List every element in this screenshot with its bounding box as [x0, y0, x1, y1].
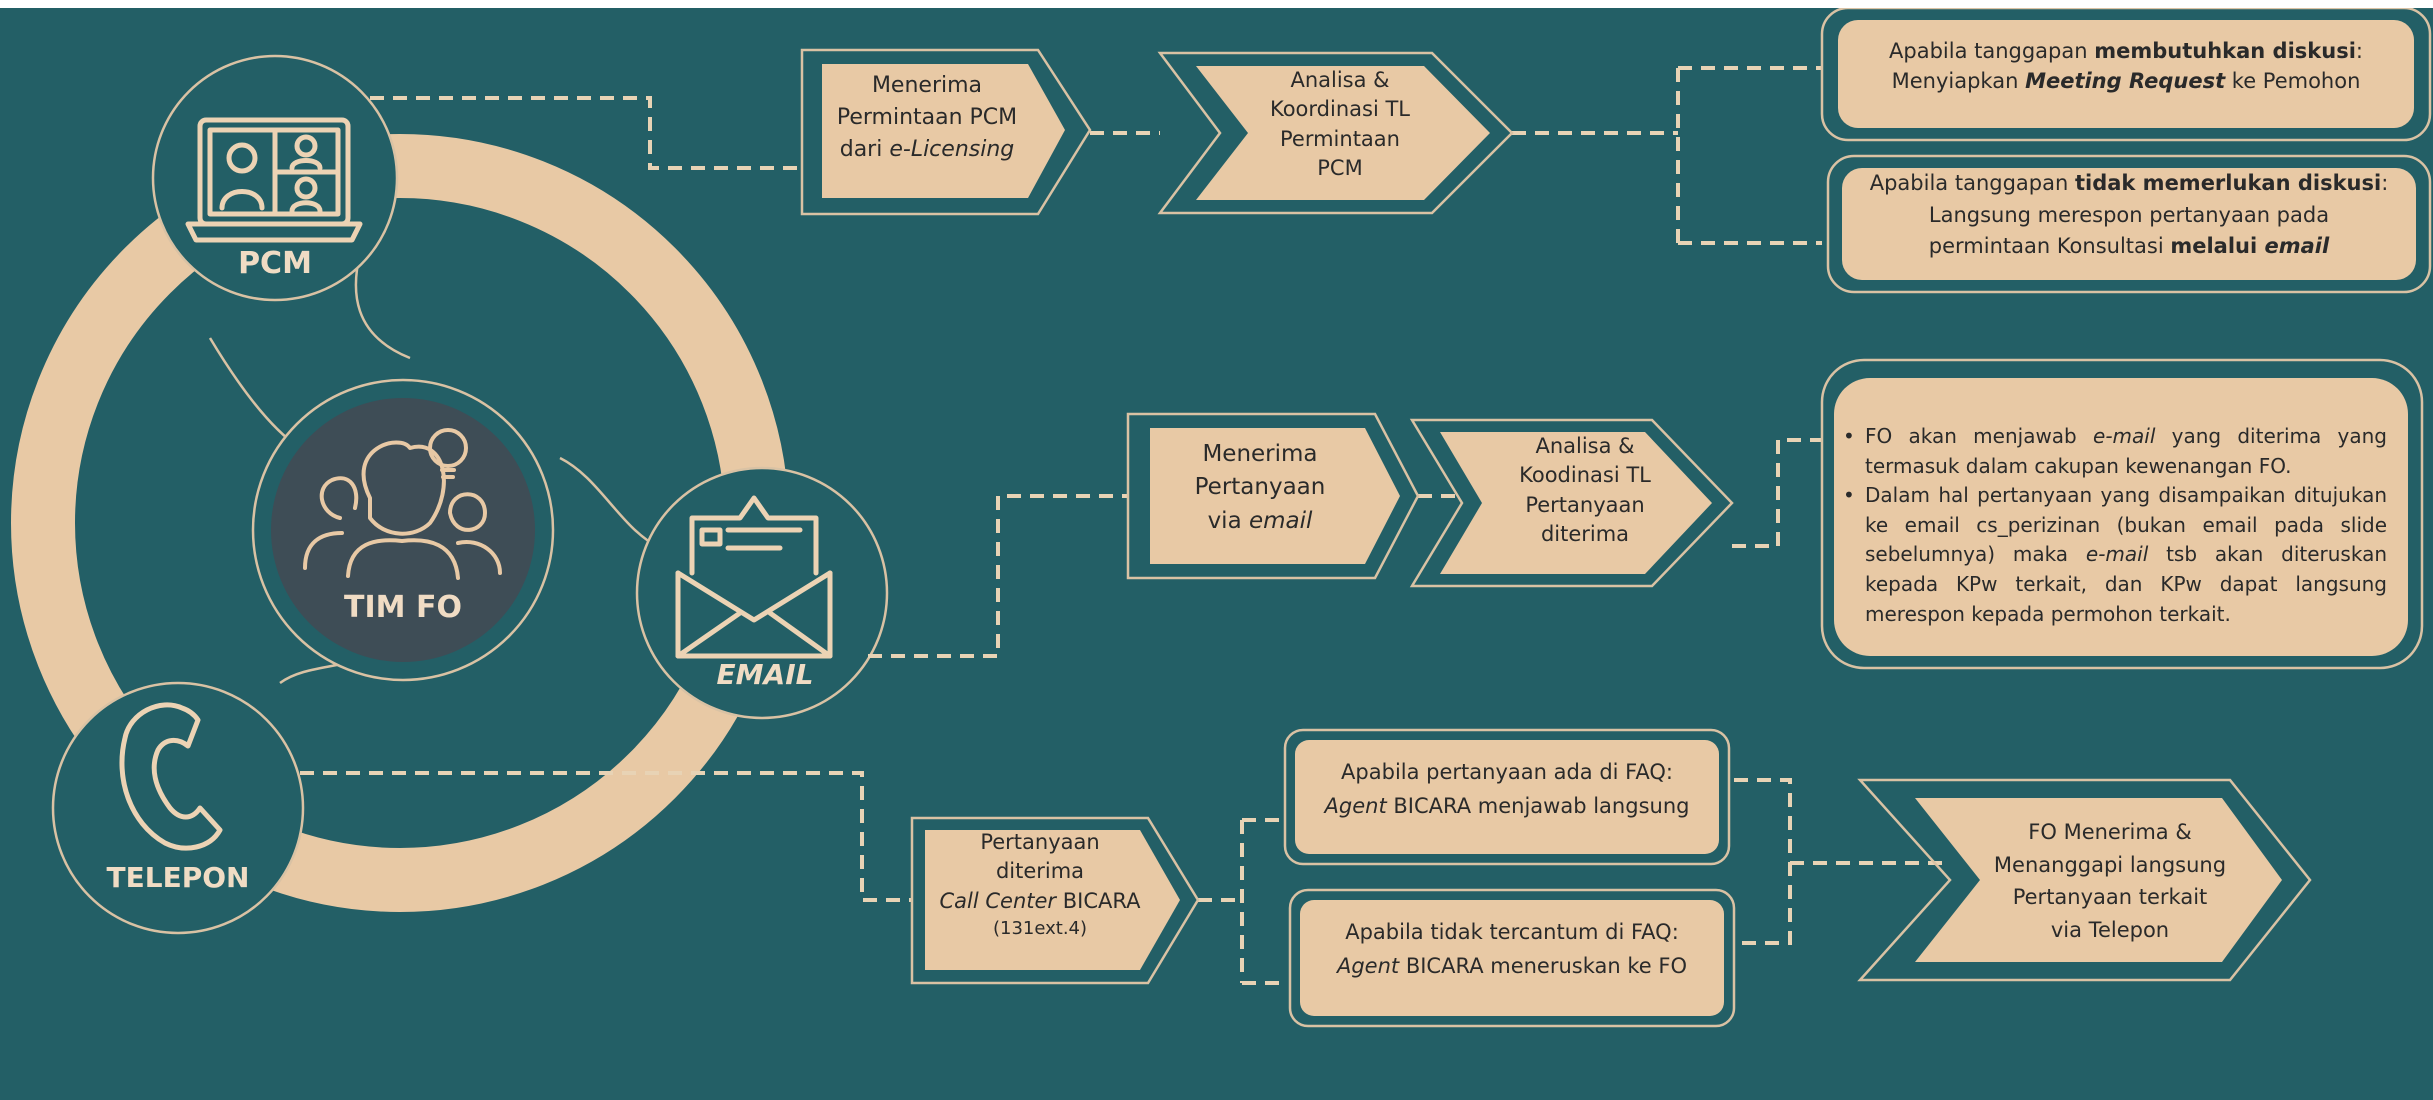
- pcm-step1-text: Menerima Permintaan PCM dari e-Licensing: [836, 73, 1018, 162]
- lightbulb-icon: [428, 428, 468, 479]
- phone-icon: [119, 702, 223, 851]
- email-step1-text: Menerima Pertanyaan via email: [1194, 441, 1326, 534]
- telepon-node-circle: [51, 681, 305, 935]
- connector-curve: [208, 337, 301, 450]
- team-icon: [303, 440, 502, 580]
- pcm-outcome-no-discussion: Apabila tanggapan tidak memerlukan disku…: [1869, 171, 2389, 258]
- pcm-label: PCM: [238, 246, 312, 281]
- telepon-label: TELEPON: [106, 861, 250, 894]
- faq-no-text: Apabila tidak tercantum di FAQ: Agent BI…: [1336, 920, 1687, 978]
- connector-curve: [559, 456, 661, 550]
- email-label: EMAIL: [716, 658, 814, 691]
- email-step2-text: Analisa & Koodinasi TL Pertanyaan diteri…: [1519, 434, 1651, 547]
- diagram-canvas: .dash { stroke:#e8d3b5; stroke-width:4; …: [0, 8, 2433, 1100]
- telepon-step1-text: Pertanyaan diterima Call Center BICARA (…: [939, 830, 1141, 940]
- faq-yes-text: Apabila pertanyaan ada di FAQ: Agent BIC…: [1324, 760, 1690, 818]
- pcm-outcome-discussion: Apabila tanggapan membutuhkan diskusi: M…: [1889, 39, 2363, 94]
- email-outcome-list: FO akan menjawab e-mail yang diterima ya…: [1843, 422, 2387, 629]
- pcm-step2-text: Analisa & Koordinasi TL Permintaan PCM: [1269, 68, 1410, 181]
- center-circle: [271, 398, 535, 662]
- tim-fo-label: TIM FO: [344, 590, 462, 625]
- list-item: FO akan menjawab e-mail yang diterima ya…: [1843, 422, 2387, 481]
- envelope-icon: [675, 495, 833, 659]
- video-conference-icon: [185, 117, 363, 243]
- telepon-final-text: FO Menerima & Menanggapi langsung Pertan…: [1993, 820, 2227, 942]
- list-item: Dalam hal pertanyaan yang disampaikan di…: [1843, 481, 2387, 629]
